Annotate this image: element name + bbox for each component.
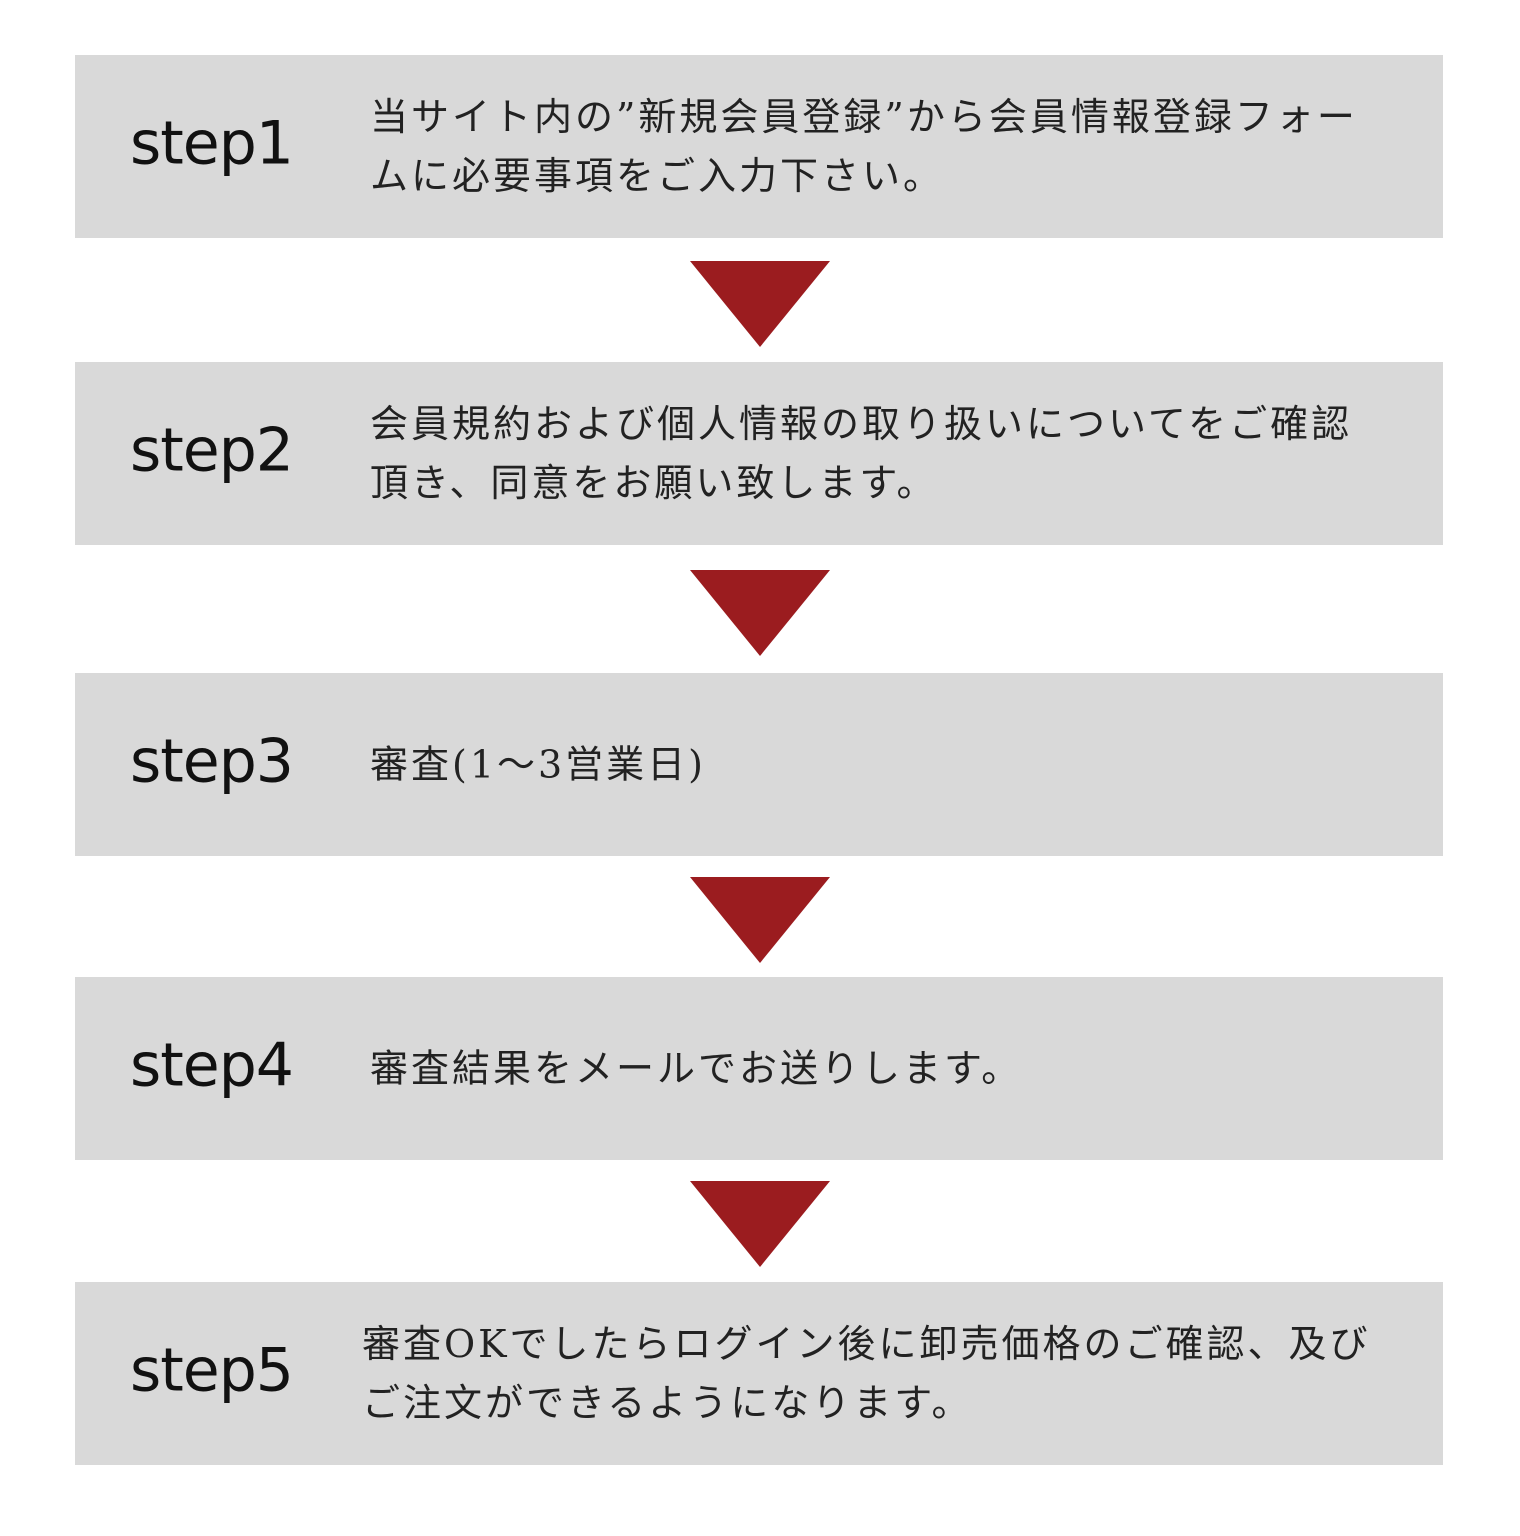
down-arrow-icon [690, 877, 830, 963]
step-description: 審査(1～3営業日) [370, 742, 707, 786]
down-arrow-icon [690, 570, 830, 656]
step-label: step5 [130, 1335, 294, 1405]
down-arrow-icon [690, 1181, 830, 1267]
down-arrow-icon [690, 261, 830, 347]
step-box-5: step5 審査OKでしたらログイン後に卸売価格のご確認、及びご注文ができるよう… [75, 1282, 1443, 1465]
step-description: 審査結果をメールでお送りします。 [370, 1046, 1023, 1090]
step-box-1: step1 当サイト内の”新規会員登録”から会員情報登録フォームに必要事項をご入… [75, 55, 1443, 238]
step-description: 審査OKでしたらログイン後に卸売価格のご確認、及びご注文ができるようになります。 [362, 1321, 1371, 1425]
step-label: step4 [130, 1030, 294, 1100]
step-label: step3 [130, 726, 294, 796]
step-box-4: step4 審査結果をメールでお送りします。 [75, 977, 1443, 1160]
step-label: step1 [130, 108, 294, 178]
step-box-3: step3 審査(1～3営業日) [75, 673, 1443, 856]
step-description: 当サイト内の”新規会員登録”から会員情報登録フォームに必要事項をご入力下さい。 [370, 94, 1358, 198]
step-box-2: step2 会員規約および個人情報の取り扱いについてをご確認頂き、同意をお願い致… [75, 362, 1443, 545]
step-label: step2 [130, 415, 294, 485]
step-description: 会員規約および個人情報の取り扱いについてをご確認頂き、同意をお願い致します。 [370, 401, 1353, 505]
